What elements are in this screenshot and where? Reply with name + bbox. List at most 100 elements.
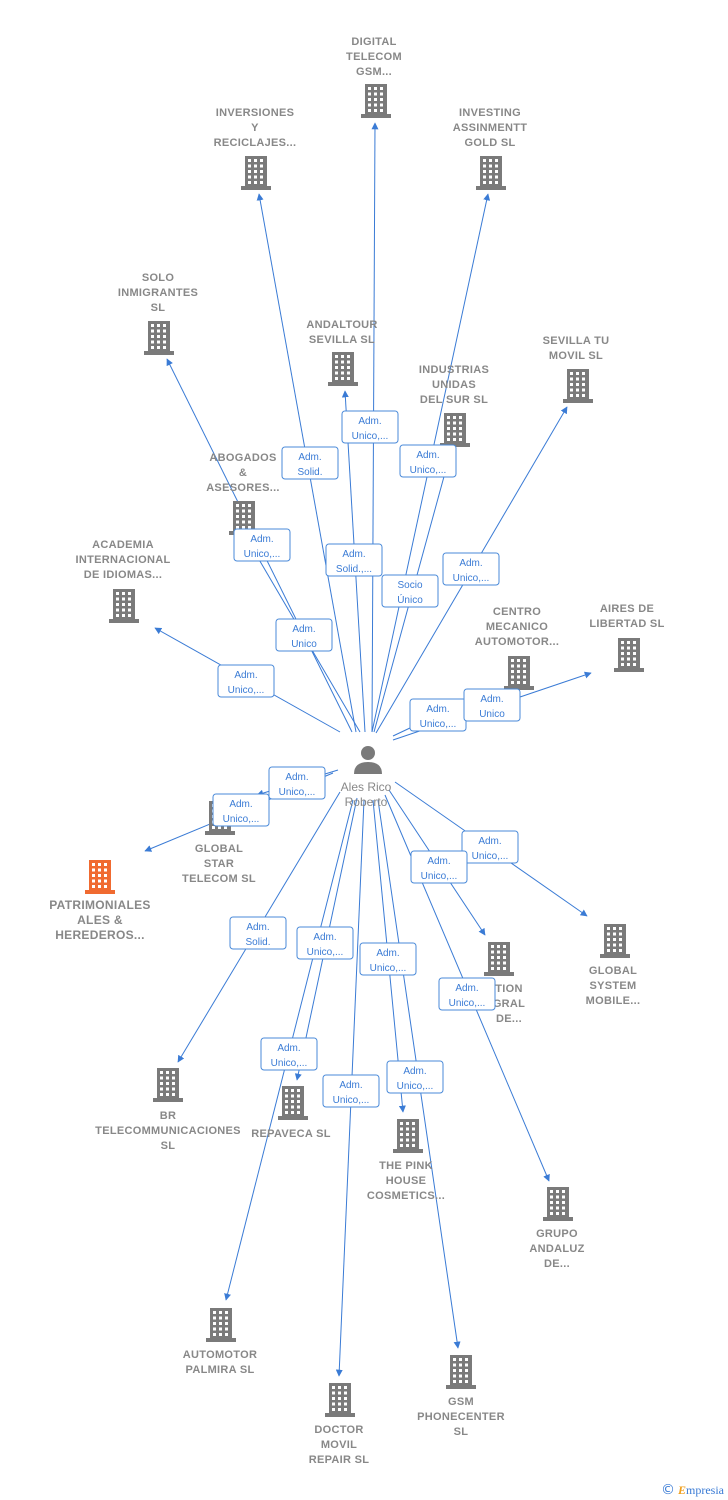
company-label-line: DOCTOR	[314, 1424, 363, 1436]
relation-text: Adm.	[416, 450, 439, 461]
relation-text: Adm.	[455, 983, 478, 994]
company-node-global-system-mobile[interactable]: GLOBALSYSTEMMOBILE...	[586, 924, 641, 1007]
company-node-digital-telecom[interactable]: DIGITAL TELECOM GSM...	[346, 36, 402, 118]
relation-label-global-system-mobile[interactable]: Adm.Unico,...	[461, 830, 519, 864]
relation-label-global-star-telecom[interactable]: Adm.Unico,...	[268, 766, 326, 800]
company-label-line: TELECOM	[346, 51, 402, 63]
relation-text: Adm.	[229, 799, 252, 810]
relation-text: Unico,...	[370, 963, 407, 974]
company-node-gestion-integral[interactable]: TIONGRALDE...	[484, 942, 525, 1025]
relation-label-andaltour-sevilla[interactable]: Adm.Unico,...	[341, 410, 399, 444]
relation-label-the-pink-house[interactable]: Adm.Unico,...	[359, 942, 417, 976]
building-icon	[614, 638, 644, 672]
relation-text: Unico,...	[420, 719, 457, 730]
relation-label-academia-internacional[interactable]: Adm.Unico,...	[217, 664, 275, 698]
relation-text: Solid.	[297, 467, 322, 478]
company-label-line: INVESTING	[459, 107, 521, 119]
relation-label-grupo-andaluz[interactable]: Adm.Unico,...	[438, 977, 496, 1011]
relation-label-doctor-movil-repair[interactable]: Adm. Unico,...	[322, 1074, 380, 1108]
company-label-line: ABOGADOS	[209, 452, 276, 464]
company-label-line: GSM...	[356, 66, 392, 78]
relation-label-centro-mecanico[interactable]: Adm. Unico	[463, 688, 521, 722]
building-icon	[144, 321, 174, 355]
company-label-line: SEVILLA SL	[309, 334, 375, 346]
company-label-line: RECICLAJES...	[214, 137, 297, 149]
company-node-abogados-asesores[interactable]: ABOGADOS&ASESORES...	[206, 452, 280, 535]
relation-text: Unico	[479, 709, 505, 720]
relation-label-digital-telecom[interactable]: Adm.Solid.,...	[325, 543, 383, 577]
building-icon	[563, 369, 593, 403]
company-node-inversiones-reciclajes[interactable]: INVERSIONESYRECICLAJES...	[214, 107, 297, 190]
building-icon	[109, 589, 139, 623]
company-node-grupo-andaluz[interactable]: GRUPOANDALUZDE...	[529, 1187, 584, 1270]
relation-label-repaveca[interactable]: Adm.Unico,...	[296, 926, 354, 960]
relation-label-inversiones-reciclajes[interactable]: Adm.Solid.	[281, 446, 339, 480]
relation-label-industrias-unidas[interactable]: Adm.Unico,...	[399, 444, 457, 478]
company-label-line: MOVIL	[321, 1439, 357, 1451]
company-label-line: SEVILLA TU	[543, 335, 610, 347]
company-label-line: GSM	[448, 1396, 474, 1408]
person-icon	[354, 746, 382, 774]
relation-text: Adm.	[480, 694, 503, 705]
relation-text: Adm.	[339, 1080, 362, 1091]
relation-text: Adm.	[313, 932, 336, 943]
relation-text: Unico,...	[271, 1058, 308, 1069]
company-label-line: STAR	[204, 858, 234, 870]
relation-text: Solid.	[245, 937, 270, 948]
company-label-line: ALES &	[77, 913, 123, 927]
building-icon	[476, 156, 506, 190]
relation-text: Adm.	[342, 549, 365, 560]
company-label-line: TELECOMMUNICACIONES	[95, 1125, 241, 1137]
company-label-line: SL	[161, 1140, 176, 1152]
company-label-line: GOLD SL	[465, 137, 516, 149]
building-icon	[440, 413, 470, 447]
company-label-line: DIGITAL	[351, 36, 396, 48]
relation-text: Adm.	[478, 836, 501, 847]
relation-label-solo-inmigrantes[interactable]: Adm.Unico,...	[233, 528, 291, 562]
company-label-line: SL	[454, 1426, 469, 1438]
company-node-the-pink-house[interactable]: THE PINKHOUSECOSMETICS...	[367, 1119, 445, 1202]
relation-label-br-telecommunicaciones[interactable]: Adm. Solid.	[229, 916, 287, 950]
company-label-line: SOLO	[142, 272, 175, 284]
building-icon	[85, 860, 115, 894]
relation-text: Adm.	[292, 624, 315, 635]
company-node-repaveca[interactable]: REPAVECA SL	[251, 1086, 331, 1140]
relation-label-aires-de-libertad[interactable]: Adm.Unico,...	[409, 698, 467, 732]
company-label-line: MECANICO	[486, 621, 548, 633]
company-node-centro-mecanico[interactable]: CENTROMECANICOAUTOMOTOR...	[475, 606, 559, 690]
company-label-line: AUTOMOTOR...	[475, 636, 559, 648]
brand-name: mpresia	[686, 1483, 724, 1497]
person-name-line: Ales Rico	[341, 780, 392, 794]
relation-label-abogados-asesores[interactable]: Adm.Unico	[275, 618, 333, 652]
relation-label-gsm-phonecenter[interactable]: Adm.Unico,...	[386, 1060, 444, 1094]
building-icon	[278, 1086, 308, 1120]
company-label-line: TELECOM SL	[182, 873, 256, 885]
company-label-line: THE PINK	[379, 1160, 433, 1172]
building-icon	[543, 1187, 573, 1221]
relation-label-patrimoniales-ales[interactable]: Adm.Unico,...	[212, 793, 270, 827]
company-label-line: HEREDEROS...	[55, 928, 145, 942]
relation-label-sevilla-tu-movil[interactable]: Adm.Unico,...	[442, 552, 500, 586]
relation-text: Unico,...	[279, 787, 316, 798]
company-label-line: ACADEMIA	[92, 539, 154, 551]
relation-label-gestion-integral[interactable]: Adm.Unico,...	[410, 850, 468, 884]
relation-text: Unico,...	[333, 1095, 370, 1106]
relation-label-automotor-palmira[interactable]: Adm.Unico,...	[260, 1037, 318, 1071]
relation-text: Unico,...	[228, 685, 265, 696]
relation-text: Adm.	[246, 922, 269, 933]
building-icon	[446, 1355, 476, 1389]
